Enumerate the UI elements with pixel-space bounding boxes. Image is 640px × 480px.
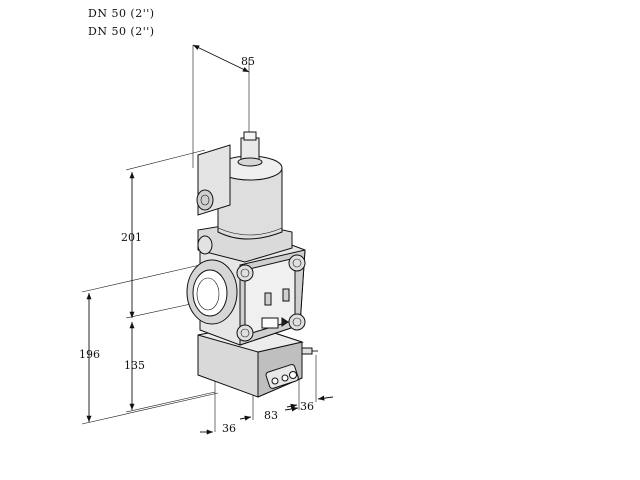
dimension-135: 135 — [124, 322, 216, 413]
dimension-201: 201 — [121, 149, 206, 319]
valve-body — [186, 131, 318, 398]
dim-label-83: 83 — [264, 409, 278, 422]
dimension-85: 85 — [192, 44, 255, 168]
dim-label-201: 201 — [121, 231, 142, 244]
size-caption-1: DN 50 (2'') — [88, 7, 155, 20]
dim-label-135: 135 — [124, 359, 145, 372]
dim-label-36-left: 36 — [222, 422, 236, 435]
dimension-bottom-36-left: 36 — [200, 345, 236, 435]
dimension-bottom-36-right: 36 — [286, 355, 334, 413]
dim-label-196: 196 — [79, 348, 100, 361]
size-caption-2: DN 50 (2'') — [88, 25, 155, 38]
dim-label-85: 85 — [241, 55, 255, 68]
dimension-196: 196 — [79, 264, 219, 425]
dim-label-36-right: 36 — [300, 400, 314, 413]
